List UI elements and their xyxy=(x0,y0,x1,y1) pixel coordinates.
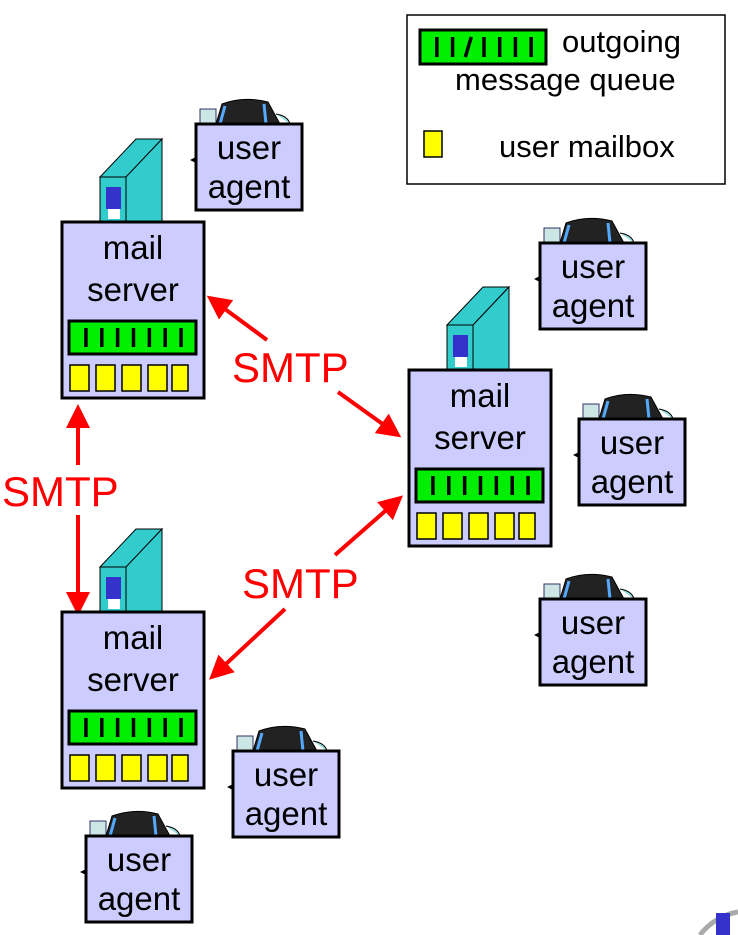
queue-bar xyxy=(67,709,198,746)
legend-queue-label-line1: outgoing xyxy=(562,24,681,59)
monitor-edge-right xyxy=(299,730,305,752)
user-agent-box xyxy=(84,834,194,924)
smtp-links: SMTP SMTP SMTP xyxy=(2,295,404,680)
mailbox xyxy=(171,364,189,392)
mailbox xyxy=(518,512,536,540)
user-agent-label-line1: user xyxy=(217,129,281,166)
smtp-label-top: SMTP xyxy=(232,344,349,391)
legend-mailbox-label: user mailbox xyxy=(499,129,675,164)
slide-corner-decoration xyxy=(698,909,738,935)
monitor-icon xyxy=(598,393,664,420)
queue-slot xyxy=(463,36,473,58)
monitor-edge-left xyxy=(108,817,117,837)
tower-slot xyxy=(455,357,467,367)
monitor-icon xyxy=(215,98,281,125)
user-agent-label-line2: agent xyxy=(591,463,674,500)
server-label-line2: server xyxy=(87,271,179,308)
monitor-edge-right xyxy=(262,103,268,125)
mailbox xyxy=(147,364,168,392)
monitor-icon xyxy=(105,810,171,837)
legend: outgoing message queue user mailbox xyxy=(406,14,726,185)
user-agents: useragentuseragentuseragentuseragentuser… xyxy=(80,98,687,924)
mailbox xyxy=(494,512,515,540)
monitor-icon xyxy=(559,217,625,244)
smtp-arrow-bl-to-right-start xyxy=(209,607,287,680)
user-agent-label-line1: user xyxy=(600,424,664,461)
smtp-label-bottom: SMTP xyxy=(242,560,359,607)
user-agent-box xyxy=(577,417,687,507)
tower-drive xyxy=(106,577,121,599)
legend-mailbox-icon xyxy=(423,130,443,158)
smtp-arrow-tl-to-right-end xyxy=(336,390,402,438)
mailbox xyxy=(95,364,116,392)
server-label-line1: mail xyxy=(103,229,164,266)
tower-slot xyxy=(108,599,120,609)
mailbox xyxy=(69,754,90,782)
monitor-icon xyxy=(559,573,625,600)
legend-queue-label-line2: message queue xyxy=(455,62,676,97)
smtp-arrow-tl-to-right-start xyxy=(206,295,269,342)
user-agent-box xyxy=(538,241,648,331)
corner-square xyxy=(716,913,730,935)
monitor-edge-right xyxy=(606,222,612,244)
mailbox xyxy=(442,512,463,540)
user-agent-label-line2: agent xyxy=(208,168,291,205)
user-agent-label-line1: user xyxy=(107,841,171,878)
server-label-line1: mail xyxy=(450,377,511,414)
mail-server: mail server xyxy=(60,137,206,400)
mail-servers: mail server mail server mail server xyxy=(60,137,553,790)
mailbox xyxy=(95,754,116,782)
monitor-edge-left xyxy=(601,400,610,420)
legend-queue-icon xyxy=(418,28,548,66)
user-agent-label-line1: user xyxy=(561,248,625,285)
tower-drive xyxy=(106,187,121,209)
smtp-label-left: SMTP xyxy=(2,468,119,515)
tower-slot xyxy=(108,209,120,219)
mailbox xyxy=(121,754,142,782)
mailbox xyxy=(171,754,189,782)
monitor-edge-right xyxy=(606,578,612,600)
user-agent-label-line2: agent xyxy=(552,287,635,324)
mailbox xyxy=(416,512,437,540)
mailbox xyxy=(468,512,489,540)
mailbox xyxy=(69,364,90,392)
user-agent-label-line2: agent xyxy=(98,880,181,917)
user-agent-label-line2: agent xyxy=(245,795,328,832)
user-agent-label-line1: user xyxy=(561,604,625,641)
monitor-edge-right xyxy=(645,398,651,420)
user-agent-label-line2: agent xyxy=(552,643,635,680)
monitor-edge-left xyxy=(562,580,571,600)
user-agent-box xyxy=(231,749,341,839)
monitor-edge-left xyxy=(255,732,264,752)
user-agent-box xyxy=(194,122,304,212)
tower-drive xyxy=(453,335,468,357)
mailbox xyxy=(121,364,142,392)
monitor-icon xyxy=(252,725,318,752)
monitor-edge-left xyxy=(562,224,571,244)
server-label-line1: mail xyxy=(103,619,164,656)
user-agent-label-line1: user xyxy=(254,756,318,793)
mail-server: mail server xyxy=(60,527,206,790)
mailbox xyxy=(147,754,168,782)
server-label-line2: server xyxy=(434,419,526,456)
mail-server: mail server xyxy=(407,285,553,548)
server-label-line2: server xyxy=(87,661,179,698)
smtp-arrow-bl-to-right-end xyxy=(333,495,404,557)
monitor-edge-right xyxy=(152,815,158,837)
monitor-edge-left xyxy=(218,105,227,125)
user-agent-box xyxy=(538,597,648,687)
